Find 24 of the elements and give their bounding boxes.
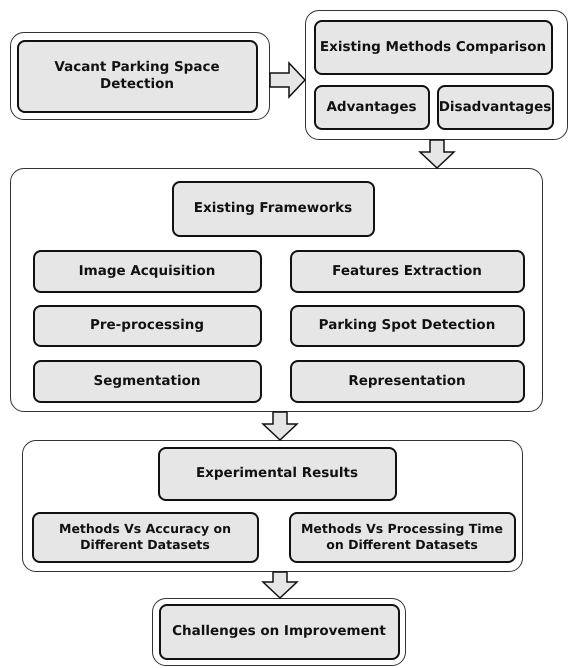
process-box: Pre-processing (32, 304, 262, 346)
process-box: Segmentation (32, 360, 262, 402)
group-container (22, 440, 523, 572)
process-box: Representation (290, 360, 524, 402)
process-box: Methods Vs Accuracy on Different Datasets (32, 512, 258, 562)
process-box: Existing Methods Comparison (314, 20, 552, 74)
process-box: Challenges on Improvement (158, 604, 400, 660)
block-arrow (418, 139, 456, 170)
block-arrow (269, 61, 306, 99)
group-container (10, 168, 543, 412)
process-box: Vacant Parking Space Detection (16, 40, 258, 112)
process-box: Features Extraction (290, 250, 524, 292)
group-container (305, 10, 568, 140)
process-box: Disadvantages (436, 84, 554, 130)
block-arrow (261, 411, 299, 442)
process-box: Image Acquisition (32, 250, 262, 292)
process-box: Existing Frameworks (172, 180, 374, 236)
block-arrow (261, 571, 299, 600)
group-container (10, 32, 270, 120)
process-box: Experimental Results (158, 446, 396, 500)
process-box: Parking Spot Detection (290, 304, 524, 346)
group-container (152, 598, 406, 666)
process-box: Methods Vs Processing Time on Different Datasets (288, 512, 516, 562)
process-box: Advantages (314, 84, 430, 130)
